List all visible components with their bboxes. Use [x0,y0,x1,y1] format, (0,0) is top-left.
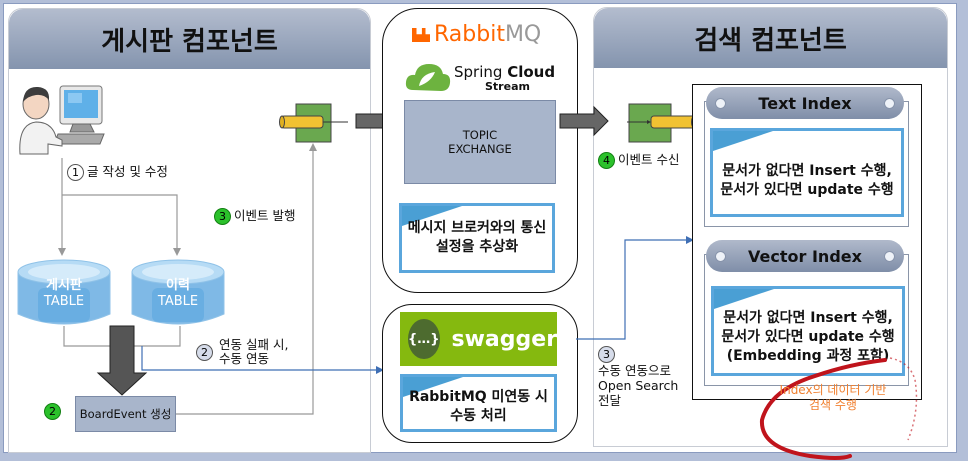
swagger-glyph: {…} [408,331,440,347]
swagger-note: RabbitMQ 미연동 시 수동 처리 [400,374,557,432]
step2-manual-badge: 2 [196,343,213,361]
pill-dot-icon [884,251,895,262]
swagger-note-line1: RabbitMQ 미연동 시 [409,389,548,405]
step3-manual-line2: Open Search [598,378,679,393]
vector-index-title-bar: Vector Index [706,240,904,272]
topic-exchange-box: TOPIC EXCHANGE [404,100,556,184]
pill-dot-icon [715,98,726,109]
annotation-circle [759,357,918,460]
step3-manual-label: 3 수동 연동으로 Open Search 전달 [598,346,678,408]
database-icon [17,259,111,325]
history-table-db: 이력 TABLE [130,258,226,330]
text-index-line1: 문서가 없다면 Insert 수행, [722,162,892,179]
history-table-name: 이력 [166,278,190,293]
rabbitmq-logo-text1: Rabbit [434,22,505,47]
rabbitmq-icon [412,28,430,42]
board-component-title: 게시판 컴포넌트 [9,9,370,69]
board-table-sub: TABLE [43,294,85,309]
step3-manual-line3: 전달 [598,393,622,408]
spring-logo-sub: Stream [485,80,530,93]
step2-manual-line1: 연동 실패 시, [219,337,289,352]
abstraction-note: 메시지 브로커와의 통신 설정을 추상화 [399,203,555,273]
pill-dot-icon [884,98,895,109]
spring-logo-bold: Cloud [507,63,556,81]
step3-publish-text: 이벤트 발행 [234,208,296,223]
text-index-title-bar: Text Index [706,87,904,119]
board-component-panel: 게시판 컴포넌트 [8,8,371,453]
text-index-title: Text Index [758,93,852,113]
abstraction-line2: 설정을 추상화 [435,239,519,255]
board-table-db: 게시판 TABLE [16,258,112,330]
vector-index-line3: (Embedding 과정 포함) [726,347,890,364]
subscriber-queue-icon [627,103,697,143]
spring-cloud-stream-logo: Spring Cloud Stream [405,60,565,98]
step1-badge: 1 [67,164,84,181]
step3-manual-line1: 수동 연동으로 [598,363,671,378]
publisher-queue-icon [279,103,348,143]
step1-text: 글 작성 및 수정 [87,164,168,179]
step4-text: 이벤트 수신 [618,152,680,167]
rabbitmq-logo-text2: MQ [504,22,542,47]
swagger-note-line2: 수동 처리 [450,408,507,424]
spring-logo-text: Spring [454,63,508,81]
pill-dot-icon [715,251,726,262]
step2-event-badge: 2 [44,403,61,420]
annotation-text: Index의 데이터 기반 검색 수행 [763,383,903,413]
step2-manual-line2: 수동 연동 [219,351,269,366]
abstraction-line1: 메시지 브로커와의 통신 [407,220,547,236]
note-corner-icon [714,289,774,309]
swagger-icon: {…} [408,319,440,359]
board-event-text: BoardEvent 생성 [79,407,172,421]
swagger-logo: {…} swagger [400,312,557,366]
vector-index-note: 문서가 없다면 Insert 수행, 문서가 있다면 update 수행 (Em… [711,286,905,376]
history-table-sub: TABLE [157,294,199,309]
board-table-name: 게시판 [46,278,82,293]
rabbitmq-logo: RabbitMQ [412,22,541,48]
annotation-line1: Index의 데이터 기반 [779,383,887,397]
note-corner-icon [402,206,462,226]
board-event-box: BoardEvent 생성 [75,396,176,432]
vector-index-title: Vector Index [748,246,862,266]
swagger-logo-text: swagger [451,326,558,352]
vector-index-line2: 문서가 있다면 update 수행 [721,328,895,345]
annotation-line2: 검색 수행 [809,398,857,412]
vector-index-line1: 문서가 없다면 Insert 수행, [723,309,893,326]
spring-leaf-icon [405,64,451,91]
step3-badge: 3 [214,208,231,225]
note-corner-icon [713,131,773,151]
step4-badge: 4 [598,152,615,169]
user-computer-icon [19,85,105,155]
exchange-line1: TOPIC [462,128,498,142]
note-corner-icon [403,377,463,397]
search-component-title: 검색 컴포넌트 [594,8,947,68]
exchange-line2: EXCHANGE [448,142,512,156]
step2-manual-label: 2 연동 실패 시, 수동 연동 [196,338,288,366]
step3-manual-badge: 3 [598,346,615,363]
text-index-note: 문서가 없다면 Insert 수행, 문서가 있다면 update 수행 [710,128,904,217]
database-icon [131,259,225,325]
text-index-line2: 문서가 있다면 update 수행 [720,181,894,198]
